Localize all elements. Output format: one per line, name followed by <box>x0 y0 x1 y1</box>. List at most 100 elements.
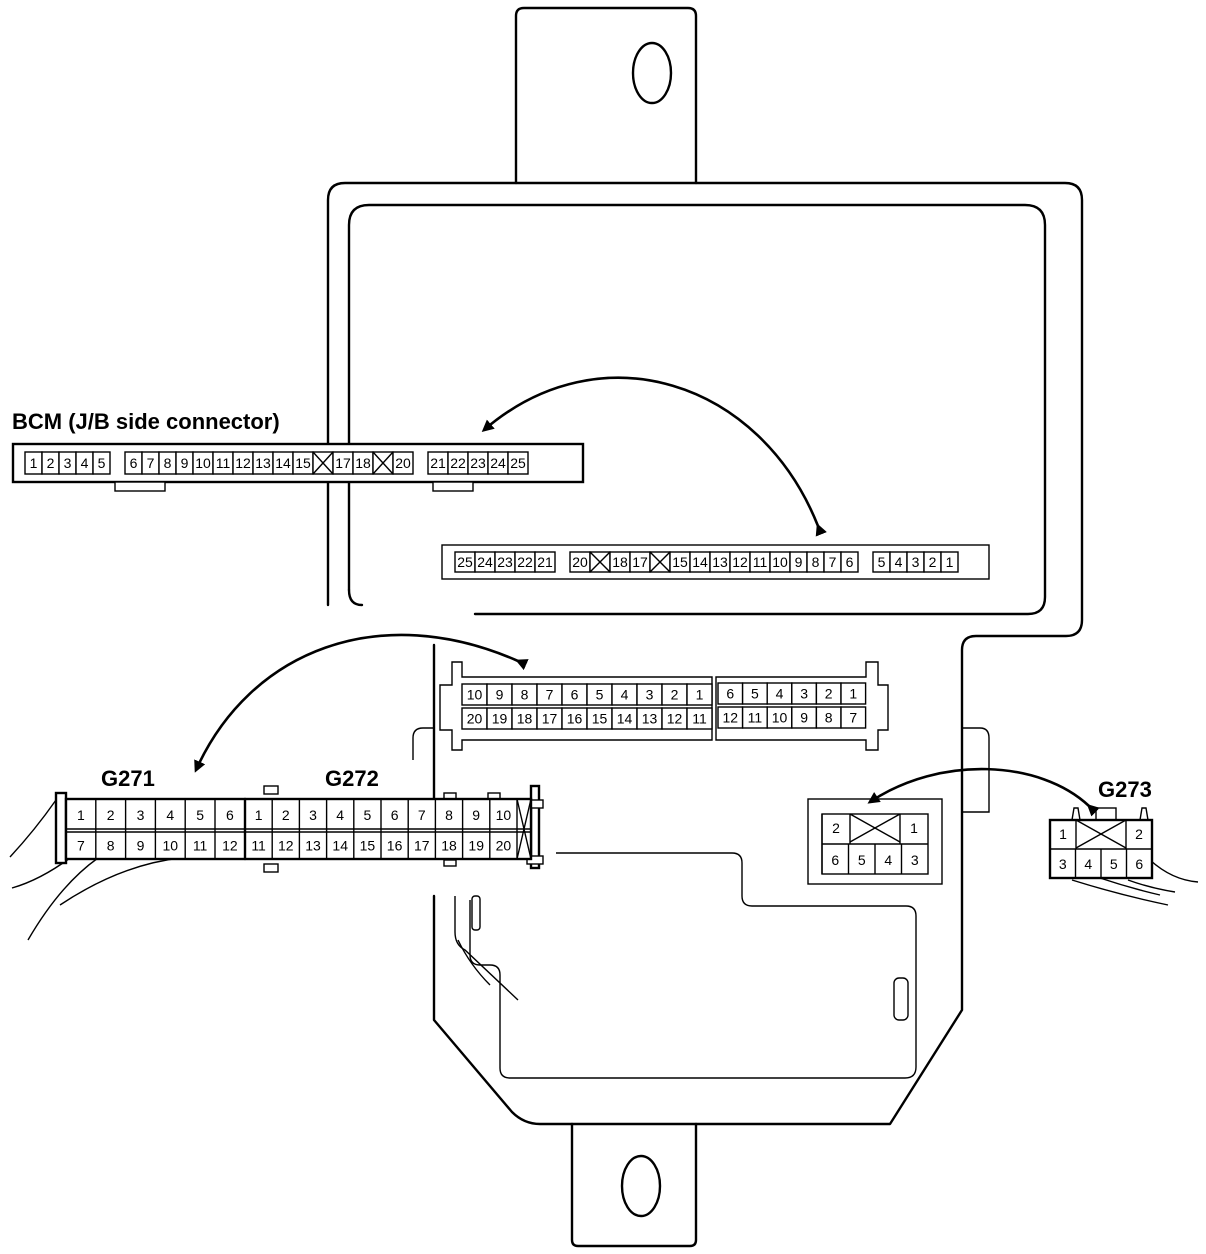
pin-number: 3 <box>309 807 317 823</box>
pin-number: 14 <box>332 838 348 854</box>
pin-number: 10 <box>496 807 512 823</box>
pin-number: 20 <box>496 838 512 854</box>
pin-number: 10 <box>163 838 179 854</box>
pin-number: 4 <box>621 687 629 703</box>
pin-number: 1 <box>77 807 85 823</box>
pin-number: 4 <box>776 686 784 702</box>
pin-number: 2 <box>47 455 55 471</box>
pin-number: 6 <box>130 455 138 471</box>
pin-number: 15 <box>672 554 688 570</box>
pin-number: 20 <box>395 455 411 471</box>
unused-pin-cross <box>312 451 334 475</box>
pin-number: 17 <box>542 711 558 727</box>
pin-number: 3 <box>1059 856 1067 872</box>
pin-number: 8 <box>107 838 115 854</box>
pin-number: 2 <box>671 687 679 703</box>
pin-number: 3 <box>64 455 72 471</box>
pin-number: 8 <box>812 554 820 570</box>
bcm-connector-title: BCM (J/B side connector) <box>12 409 280 434</box>
pin-number: 1 <box>696 687 704 703</box>
pin-cell <box>840 682 867 705</box>
pin-number: 2 <box>825 686 833 702</box>
pin-number: 10 <box>772 554 788 570</box>
pin-number: 17 <box>335 455 351 471</box>
pin-number: 7 <box>77 838 85 854</box>
pin-number: 4 <box>895 554 903 570</box>
pin-number: 10 <box>467 687 483 703</box>
unused-pin-cross <box>1075 819 1127 849</box>
pin-number: 4 <box>336 807 344 823</box>
pin-number: 17 <box>632 554 648 570</box>
pin-number: 2 <box>1135 826 1143 842</box>
pin-number: 3 <box>911 852 919 868</box>
pin-number: 8 <box>521 687 529 703</box>
pin-number: 6 <box>831 852 839 868</box>
pin-number: 6 <box>571 687 579 703</box>
g271-label: G271 <box>101 766 155 791</box>
bottom-mounting-hole-icon <box>620 1154 662 1218</box>
g273-label: G273 <box>1098 777 1152 802</box>
pin-number: 1 <box>910 820 918 836</box>
pin-number: 6 <box>726 686 734 702</box>
pin-number: 17 <box>414 838 430 854</box>
pin-number: 14 <box>275 455 291 471</box>
pin-number: 6 <box>1135 856 1143 872</box>
pin-number: 9 <box>795 554 803 570</box>
pin-number: 23 <box>470 455 486 471</box>
pin-number: 12 <box>723 710 739 726</box>
pin-number: 18 <box>517 711 533 727</box>
pin-number: 7 <box>829 554 837 570</box>
pin-number: 12 <box>732 554 748 570</box>
pin-number: 11 <box>216 455 231 471</box>
pin-number: 10 <box>195 455 211 471</box>
pin-number: 12 <box>235 455 251 471</box>
pin-number: 3 <box>137 807 145 823</box>
unused-pin-cross <box>372 451 394 475</box>
pin-number: 20 <box>572 554 588 570</box>
pin-number: 13 <box>642 711 658 727</box>
pin-number: 3 <box>912 554 920 570</box>
pin-number: 13 <box>305 838 321 854</box>
pin-number: 1 <box>946 554 954 570</box>
pin-number: 7 <box>849 710 857 726</box>
pin-number: 6 <box>226 807 234 823</box>
pin-number: 5 <box>364 807 372 823</box>
pin-number: 6 <box>391 807 399 823</box>
pin-number: 8 <box>445 807 453 823</box>
pin-number: 1 <box>1059 826 1067 842</box>
pin-number: 4 <box>1084 856 1092 872</box>
unused-pin-cross <box>589 551 611 573</box>
pin-cell <box>940 551 959 573</box>
pin-number: 12 <box>278 838 294 854</box>
pin-number: 2 <box>929 554 937 570</box>
pin-number: 12 <box>222 838 238 854</box>
pin-number: 9 <box>472 807 480 823</box>
pin-number: 11 <box>692 711 707 727</box>
pin-number: 5 <box>878 554 886 570</box>
pin-number: 7 <box>418 807 426 823</box>
pin-number: 2 <box>832 820 840 836</box>
pin-number: 5 <box>98 455 106 471</box>
pin-number: 1 <box>255 807 263 823</box>
pin-number: 11 <box>748 710 763 726</box>
pin-number: 25 <box>510 455 526 471</box>
pin-number: 11 <box>193 838 208 854</box>
pin-number: 12 <box>667 711 683 727</box>
pin-number: 5 <box>751 686 759 702</box>
pin-number: 15 <box>360 838 376 854</box>
pin-number: 21 <box>537 554 553 570</box>
pin-number: 9 <box>800 710 808 726</box>
unused-pin-cross <box>849 813 901 843</box>
bcm-mating-arrow-icon <box>481 376 827 537</box>
pin-number: 13 <box>255 455 271 471</box>
